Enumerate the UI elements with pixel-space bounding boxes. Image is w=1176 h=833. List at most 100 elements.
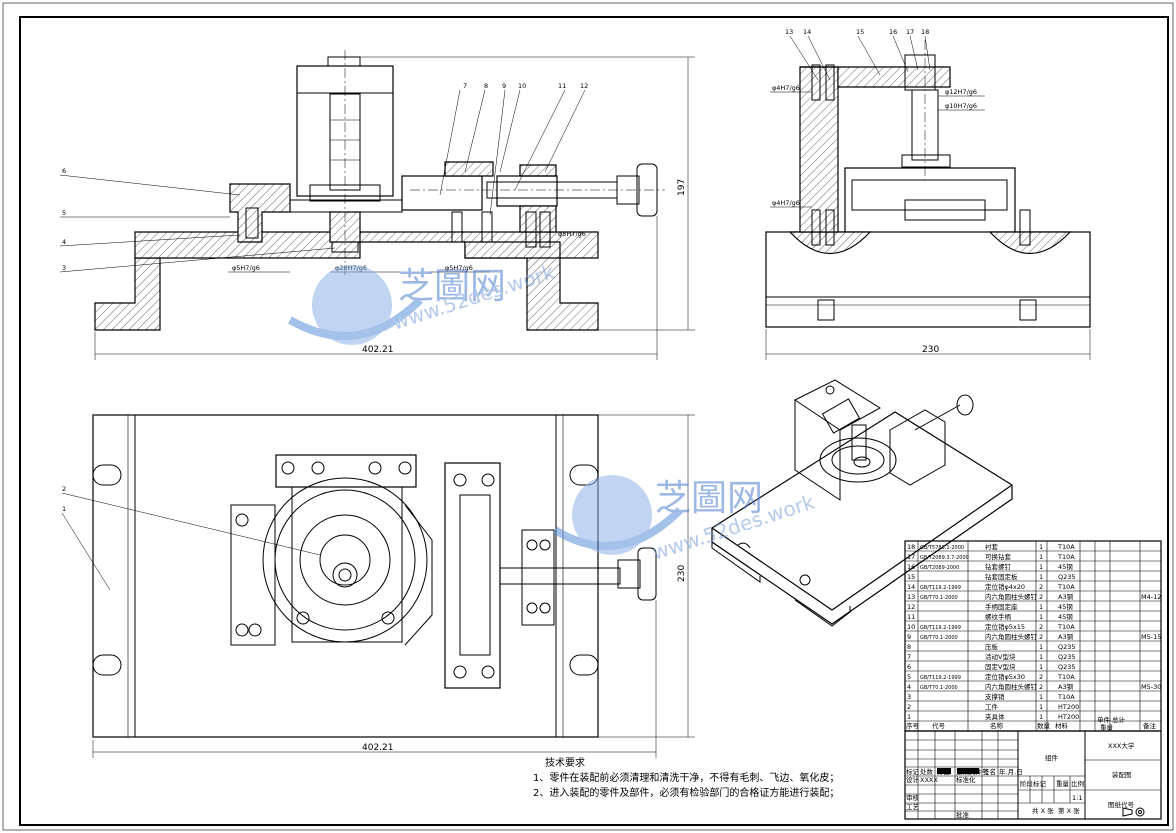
bom-cell-no: 14 bbox=[907, 583, 915, 591]
top-view: 402.21 230 2 1 bbox=[61, 414, 695, 758]
bom-cell-no: 1 bbox=[907, 713, 911, 721]
bom-cell-code: GB/T70.1-2000 bbox=[920, 595, 958, 601]
bom-cell-remark: M4-12 bbox=[1141, 593, 1161, 601]
bom-cell-no: 6 bbox=[907, 663, 911, 671]
part-label-13: 13 bbox=[785, 28, 793, 36]
bom-cell-material: Q235 bbox=[1058, 653, 1076, 661]
bom-cell-material: A3钢 bbox=[1058, 683, 1074, 691]
bom-cell-code: GB/T5783.1-2000 bbox=[920, 545, 964, 551]
bom-cell-material: Q235 bbox=[1058, 663, 1076, 671]
inner-frame bbox=[19, 16, 1169, 826]
bom-cell-code: GB/T119.2-1999 bbox=[920, 675, 961, 681]
bom-header-material: 材料 bbox=[1055, 721, 1069, 730]
bom-cell-material: 45钢 bbox=[1058, 563, 1073, 571]
bom-cell-name: 螺纹手柄 bbox=[985, 612, 1012, 621]
bom-cell-name: 衬套 bbox=[985, 542, 999, 551]
bom-header-remark: 备注 bbox=[1143, 721, 1157, 730]
bom-cell-no: 18 bbox=[907, 543, 915, 551]
bom-cell-qty: 1 bbox=[1039, 693, 1043, 701]
bom-cell-qty: 2 bbox=[1039, 593, 1043, 601]
isometric-view bbox=[710, 379, 1014, 627]
part-label-16: 16 bbox=[889, 28, 897, 36]
bom-cell-name: 内六角圆柱头螺钉 bbox=[985, 682, 1038, 691]
title-drawing-no: 图纸代号 bbox=[1108, 800, 1135, 809]
fit-label: φ5H7/g6 bbox=[445, 264, 473, 272]
bom-cell-code: GB/T2089.3.7-2000 bbox=[920, 555, 969, 561]
tb-date: 年.月.日 bbox=[999, 767, 1023, 776]
bom-cell-name: 钻套固定板 bbox=[985, 572, 1018, 581]
fit-label: φ12H7/g6 bbox=[945, 88, 977, 96]
bom-cell-no: 12 bbox=[907, 603, 915, 611]
tb-signature: 签名 bbox=[983, 767, 996, 776]
part-label-4: 4 bbox=[62, 238, 66, 246]
bom-cell-material: HT200 bbox=[1058, 713, 1079, 721]
bom-cell-material: A3钢 bbox=[1058, 593, 1074, 601]
bom-cell-qty: 1 bbox=[1039, 613, 1043, 621]
bom-cell-name: 固定V型块 bbox=[985, 662, 1016, 671]
tb-change: 更改文件号 bbox=[956, 767, 989, 776]
bom-cell-qty: 1 bbox=[1039, 603, 1043, 611]
title-scale: 1:1 bbox=[1072, 794, 1082, 802]
bom-cell-qty: 1 bbox=[1039, 703, 1043, 711]
bom-cell-qty: 1 bbox=[1039, 563, 1043, 571]
bom-cell-name: 工件 bbox=[985, 702, 999, 711]
bom-cell-no: 8 bbox=[907, 643, 911, 651]
title-center: 组件 bbox=[1045, 753, 1059, 762]
bom-cell-material: 45钢 bbox=[1058, 613, 1073, 621]
part-label-1: 1 bbox=[62, 505, 66, 513]
bom-cell-material: T10A bbox=[1057, 583, 1075, 591]
bom-cell-material: A3钢 bbox=[1058, 633, 1074, 641]
title-drawing-name: 装配图 bbox=[1112, 770, 1132, 779]
tb-standard: 标准化 bbox=[956, 775, 976, 784]
bom-cell-qty: 1 bbox=[1039, 643, 1043, 651]
bom-cell-material: T10A bbox=[1057, 553, 1075, 561]
part-label-17: 17 bbox=[906, 28, 914, 36]
bom-cell-name: 钻套螺钉 bbox=[985, 562, 1012, 571]
tb-count: 处数 bbox=[920, 767, 934, 776]
bom-cell-qty: 1 bbox=[1039, 653, 1043, 661]
watermark-logo: 芝圖网 www.52des.work bbox=[552, 475, 818, 565]
bom-cell-qty: 2 bbox=[1039, 583, 1043, 591]
part-label-14: 14 bbox=[803, 28, 811, 36]
side-width-dim: 230 bbox=[922, 345, 939, 355]
front-width-dim: 402.21 bbox=[362, 345, 394, 355]
bom-cell-remark: M5-30 bbox=[1141, 683, 1161, 691]
tb-stage: 阶段标记 bbox=[1020, 779, 1047, 788]
watermark-logo: 芝圖网 www.52des.work bbox=[288, 260, 558, 345]
bom-cell-material: HT200 bbox=[1058, 703, 1079, 711]
bom-cell-name: 内六角圆柱头螺钉 bbox=[985, 592, 1038, 601]
part-label-15: 15 bbox=[856, 28, 864, 36]
title-sheets: 共 X 张 bbox=[1032, 806, 1054, 815]
bom-cell-name: 活动V型块 bbox=[985, 652, 1016, 661]
bom-cell-material: Q235 bbox=[1058, 573, 1076, 581]
bom-cell-no: 13 bbox=[907, 593, 915, 601]
svg-text:芝圖网: 芝圖网 bbox=[398, 266, 506, 307]
bom-cell-no: 10 bbox=[907, 623, 915, 631]
tb-review: 审核 bbox=[906, 793, 920, 802]
tb-weight: 重量 bbox=[1056, 780, 1070, 788]
bom-cell-qty: 2 bbox=[1039, 673, 1043, 681]
tb-ratio: 比例 bbox=[1071, 779, 1084, 788]
tb-design: 设计 bbox=[906, 775, 920, 784]
side-view: 230 φ4H7/g6 φ12H7/g6 φ10H7/g6 φ4H7/g6 13… bbox=[765, 28, 1091, 360]
bom-cell-qty: 2 bbox=[1039, 623, 1043, 631]
title-sheet-of: 第 X 张 bbox=[1058, 806, 1080, 815]
bom-header-unit: 单件 bbox=[1097, 715, 1111, 724]
bom-header-code: 代号 bbox=[932, 721, 946, 730]
bom-cell-qty: 2 bbox=[1039, 683, 1043, 691]
bom-cell-qty: 1 bbox=[1039, 713, 1043, 721]
